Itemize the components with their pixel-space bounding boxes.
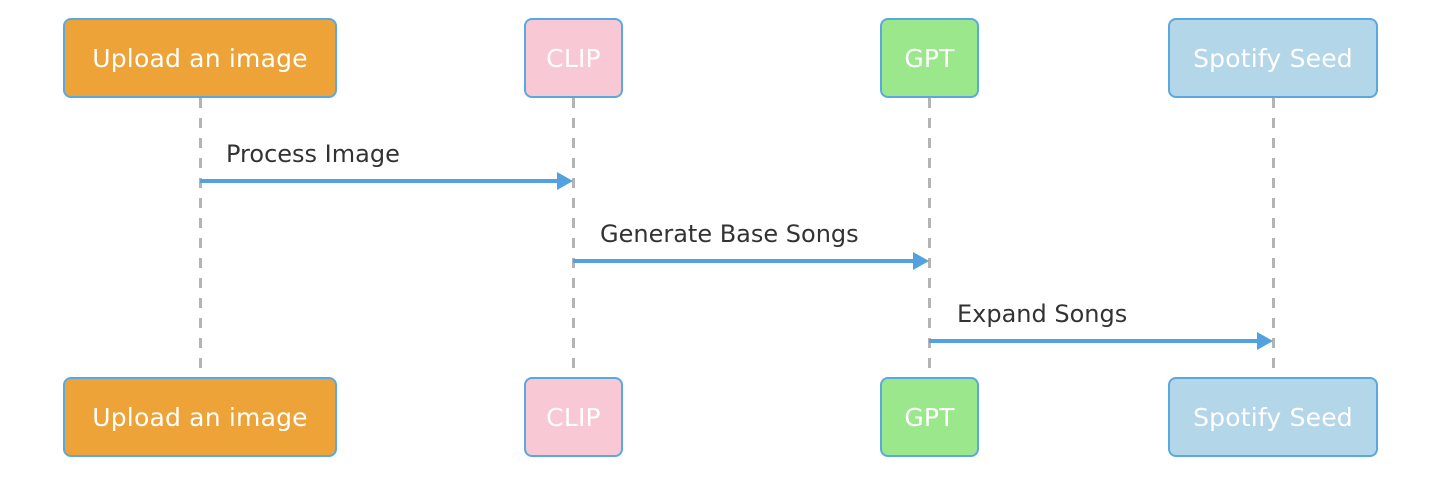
participant-label-bottom-spotify: Spotify Seed [1193, 402, 1353, 432]
message-arrowhead-process-image [557, 172, 573, 190]
participant-label-top-gpt: GPT [904, 43, 955, 73]
participant-box-bottom-gpt[interactable]: GPT [880, 377, 979, 457]
participant-box-bottom-spotify[interactable]: Spotify Seed [1168, 377, 1378, 457]
participant-label-bottom-gpt: GPT [904, 402, 955, 432]
participant-box-top-spotify[interactable]: Spotify Seed [1168, 18, 1378, 98]
message-arrowhead-expand-songs [1257, 332, 1273, 350]
participant-label-bottom-clip: CLIP [546, 402, 601, 432]
participant-label-top-spotify: Spotify Seed [1193, 43, 1353, 73]
message-label-generate-base-songs: Generate Base Songs [600, 220, 859, 248]
participant-box-top-gpt[interactable]: GPT [880, 18, 979, 98]
message-line-process-image [200, 179, 560, 183]
participant-label-top-clip: CLIP [546, 43, 601, 73]
participant-box-top-upload[interactable]: Upload an image [63, 18, 337, 98]
participant-label-top-upload: Upload an image [92, 43, 308, 73]
participant-box-bottom-upload[interactable]: Upload an image [63, 377, 337, 457]
participant-box-bottom-clip[interactable]: CLIP [524, 377, 623, 457]
lifeline-clip [572, 98, 575, 377]
lifeline-spotify [1272, 98, 1275, 377]
message-line-generate-base-songs [573, 259, 916, 263]
lifeline-upload [199, 98, 202, 377]
lifeline-gpt [928, 98, 931, 377]
participant-box-top-clip[interactable]: CLIP [524, 18, 623, 98]
message-label-expand-songs: Expand Songs [957, 300, 1128, 328]
message-arrowhead-generate-base-songs [913, 252, 929, 270]
message-label-process-image: Process Image [226, 140, 400, 168]
message-line-expand-songs [929, 339, 1260, 343]
participant-label-bottom-upload: Upload an image [92, 402, 308, 432]
